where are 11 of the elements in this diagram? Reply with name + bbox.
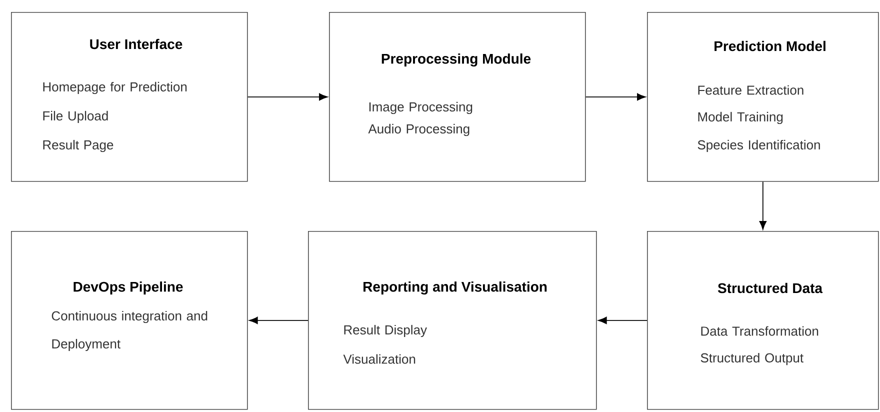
arrow [585,93,646,101]
process-box: Preprocessing Module Image Processing Audio Processing [329,12,586,182]
arrow [247,93,328,101]
arrow [759,181,767,230]
arrow [598,316,648,324]
process-box: DevOps Pipeline Continuous integration and Deployment [11,231,248,410]
arrow [249,316,308,324]
process-box: Reporting and Visualisation Result Display Visualization [308,231,597,410]
process-box: User Interface Homepage for Prediction File Upload Result Page [11,12,248,182]
process-box: Prediction Model Feature Extraction Model Training Species Identification [647,12,879,182]
process-box: Structured Data Data Transformation Structured Output [647,231,879,410]
